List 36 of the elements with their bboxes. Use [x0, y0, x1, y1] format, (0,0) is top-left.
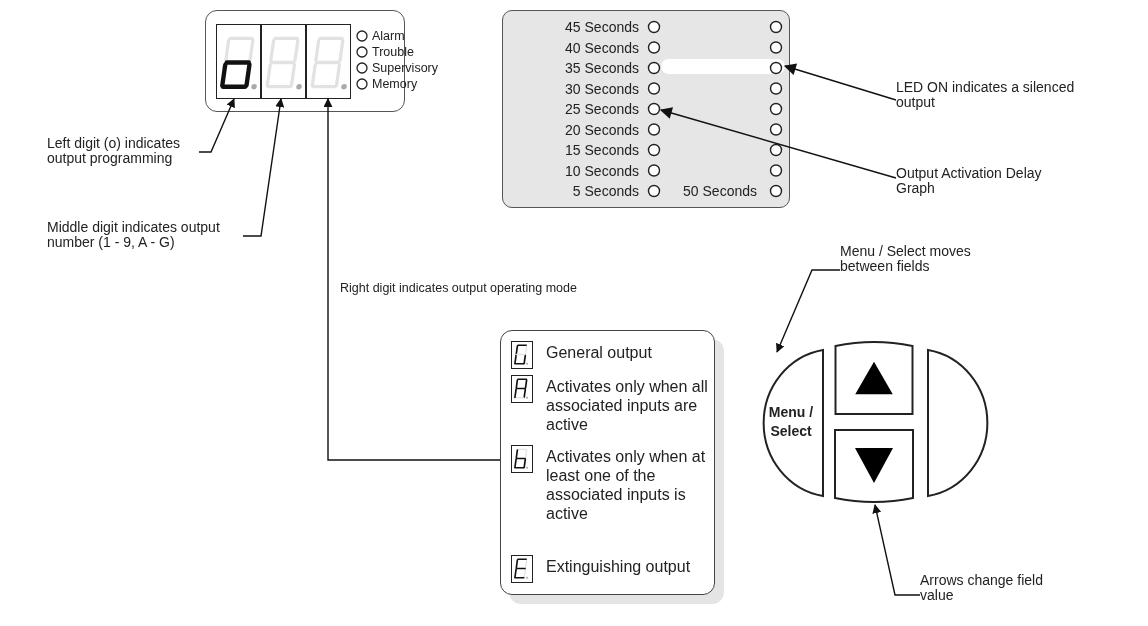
callout-text: Output Activation Delay Graph [896, 166, 1076, 200]
leader-arrow [323, 98, 501, 461]
callout-text: Arrows change field value [920, 573, 1060, 607]
leader-arrow [242, 98, 285, 237]
digit-display [306, 24, 351, 99]
callout-text: Left digit (o) indicates output programming [47, 136, 199, 170]
highlight-bar [661, 59, 785, 74]
leader-arrow [659, 107, 897, 179]
callout-text: Middle digit indicates output number (1 - 9, A - G) [47, 220, 243, 254]
delay-label: 15 Seconds [565, 142, 639, 158]
mode-description: Activates only when all associated inputs are active [546, 377, 709, 434]
delay-label: 50 Seconds [683, 183, 757, 199]
digit-display [216, 24, 261, 99]
delay-label: 25 Seconds [565, 101, 639, 117]
down-arrow-key [833, 428, 915, 505]
indicator-label: Alarm [372, 28, 405, 44]
delay-label: 10 Seconds [565, 162, 639, 179]
callout-text: Menu / Select moves between fields [840, 244, 990, 278]
up-arrow-key [833, 340, 915, 416]
leader-arrow [783, 63, 897, 101]
digit-display [261, 24, 306, 99]
delay-label: 5 Seconds [572, 183, 639, 199]
delay-label: 20 Seconds [565, 121, 639, 138]
callout-text: LED ON indicates a silenced output [896, 80, 1096, 114]
mode-description: Extinguishing output [546, 557, 692, 576]
delay-graph-panel [502, 10, 790, 208]
mode-description: General output [546, 343, 653, 362]
delay-label: 35 Seconds [565, 60, 639, 76]
delay-label: 45 Seconds [565, 19, 639, 35]
note-text: Right digit indicates output operating mode [340, 280, 577, 296]
delay-label: 40 Seconds [565, 39, 639, 56]
leader-arrow [776, 269, 841, 353]
delay-label: 30 Seconds [565, 80, 639, 97]
leader-arrow [872, 504, 921, 596]
leader-arrow [198, 98, 235, 153]
mode-description: Activates only when at least one of the associated inputs is active [546, 447, 707, 523]
